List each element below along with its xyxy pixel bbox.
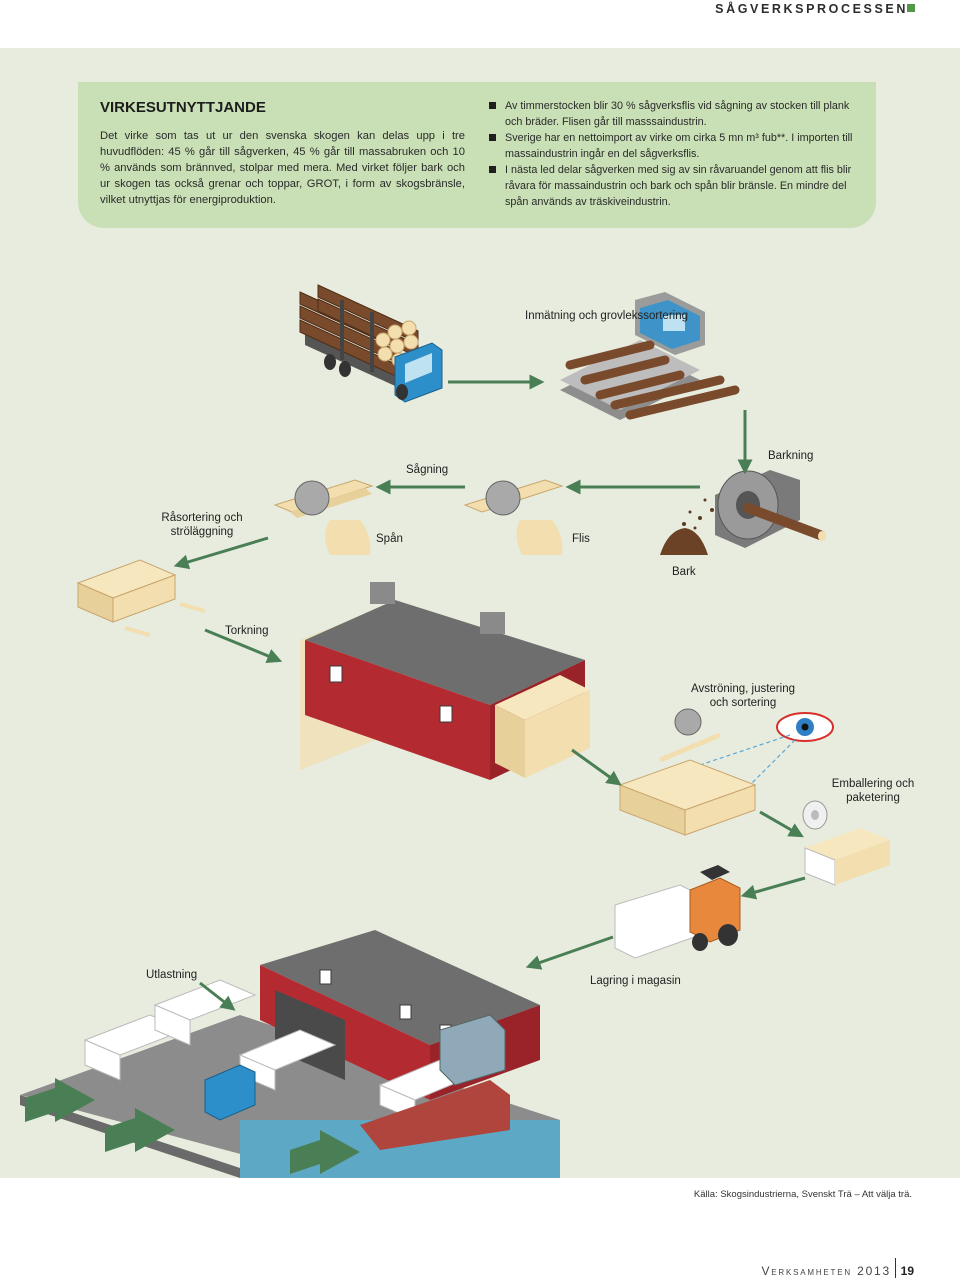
info-title: VIRKESUTNYTTJANDE [100,99,266,116]
arrow-saw-to-sorting [173,536,269,570]
saw-illustration [273,479,564,555]
info-bullet: Av timmerstocken blir 30 % sågverksflis … [488,98,858,130]
info-box: VIRKESUTNYTTJANDE Det virke som tas ut u… [78,82,876,228]
bullet-square-icon [489,102,496,109]
process-arrows [173,374,806,1011]
bullet-square-icon [489,166,496,173]
page-number: 19 [900,1264,914,1278]
debarking-machine-illustration [660,470,826,555]
info-bullet: Sverige har en nettoimport av virke om c… [488,130,858,162]
arrow-trimming-to-packaging [759,810,804,838]
measuring-station-illustration [560,292,740,420]
log-truck-illustration [299,284,443,403]
label-flis: Flis [572,533,590,545]
arrow-forklift-to-storage [525,935,614,970]
info-bullet-list: Av timmerstocken blir 30 % sågverksflis … [488,98,858,210]
section-marker [907,4,915,12]
label-sagning: Sågning [406,464,449,476]
arrow-storage-to-loading [199,981,236,1011]
section-title: SÅGVERKSPROCESSEN [715,2,908,16]
label-utlastning: Utlastning [146,969,198,981]
arrow-packaging-to-forklift [740,876,806,900]
lumber-stack-illustration [76,559,206,637]
label-avstroning: Avströning, justering och sortering [691,683,795,709]
label-rasortering: Råsortering och ströläggning [161,512,243,538]
sorting-station-illustration [618,708,834,836]
footer-divider [895,1258,896,1278]
info-body: Det virke som tas ut ur den svenska skog… [100,130,465,206]
label-lagring: Lagring i magasin [590,975,681,987]
footer-magazine: Verksamheten 2013 [761,1264,891,1278]
info-bullet: I nästa led delar sågverken med sig av s… [488,162,858,210]
arrow-drying-to-trimming [571,748,622,786]
label-bark: Bark [672,566,696,578]
label-torkning: Torkning [225,625,269,637]
bullet-square-icon [489,134,496,141]
warehouse-illustration [20,930,560,1178]
label-span: Spån [376,533,403,545]
label-barkning: Barkning [768,450,814,462]
label-inmatning: Inmätning och grovlekssortering [525,310,688,322]
drying-kiln-illustration [300,582,590,780]
source-credit: Källa: Skogsindustrierna, Svenskt Trä – … [693,1189,912,1200]
arrow-sorting-to-drying [204,628,283,663]
label-emballering: Emballering och paketering [831,778,915,804]
forklift-illustration [614,865,741,959]
packaging-illustration [802,800,890,886]
